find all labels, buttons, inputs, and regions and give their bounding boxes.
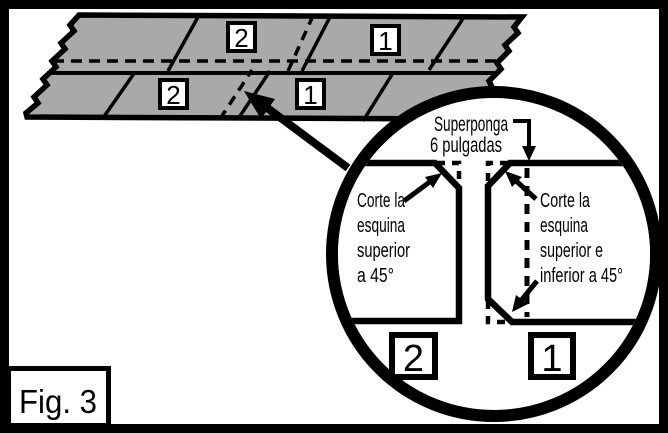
detail-view [338, 159, 650, 326]
sheet-seam-line [166, 16, 200, 72]
sheet-label-box-top-1: 1 [370, 24, 401, 56]
detail-label-box-1: 1 [528, 332, 576, 380]
sheet-seam-line [427, 16, 466, 71]
sheet-seam-line [300, 16, 332, 72]
left-cut-note-line-2: esquina [357, 215, 406, 237]
right-cut-note-line-4: inferior a 45° [540, 265, 623, 287]
right-bottom-cut-arrow [512, 279, 539, 312]
sheet-seam-line [361, 72, 395, 122]
left-cut-arrow [402, 173, 442, 204]
detail-label-box-2: 2 [389, 332, 438, 380]
left-cut-note-line-3: superior [357, 240, 410, 262]
right-cut-note-line-2: esquina [540, 215, 589, 237]
hidden-seam-dashed-line [286, 17, 314, 72]
left-cut-note-line-1: Corte la [357, 190, 406, 212]
overlap-dimension-arrow [513, 119, 536, 161]
left-cut-note-line-4: a 45° [357, 265, 394, 287]
detail-label-2: 2 [403, 338, 424, 380]
hidden-seam-dashed-line [218, 69, 254, 120]
detail-sheet-1 [484, 159, 650, 326]
cut-corner-ghost-dashes [485, 301, 510, 325]
detail-label-1: 1 [541, 338, 562, 380]
figure-caption: Fig. 3 [19, 383, 97, 420]
sheet-label-bottom-2: 2 [166, 80, 180, 110]
sheet-label-box-bottom-2: 2 [158, 78, 189, 110]
figure-caption-box: Fig. 3 [6, 366, 111, 428]
sheet-label-top-1: 1 [378, 26, 392, 56]
cut-corner-ghost-dashes [437, 160, 462, 186]
sheet-label-top-2: 2 [234, 23, 248, 53]
detail-callout-arrow [244, 91, 351, 172]
overlap-note-line-2: 6 pulgadas [430, 134, 502, 157]
sheet-label-box-bottom-1: 1 [295, 78, 326, 110]
sheet-label-bottom-1: 1 [303, 80, 317, 110]
right-top-cut-arrow [505, 171, 538, 201]
sheet-seam-line [101, 71, 137, 119]
cut-corner-ghost-dashes [485, 160, 508, 184]
sheet-label-box-top-2: 2 [226, 21, 257, 53]
right-cut-note-line-1: Corte la [540, 190, 591, 212]
right-cut-note-line-3: superior e [540, 240, 603, 262]
overlap-note-line-1: Superponga [434, 113, 508, 136]
detail-sheet-2 [338, 159, 463, 325]
